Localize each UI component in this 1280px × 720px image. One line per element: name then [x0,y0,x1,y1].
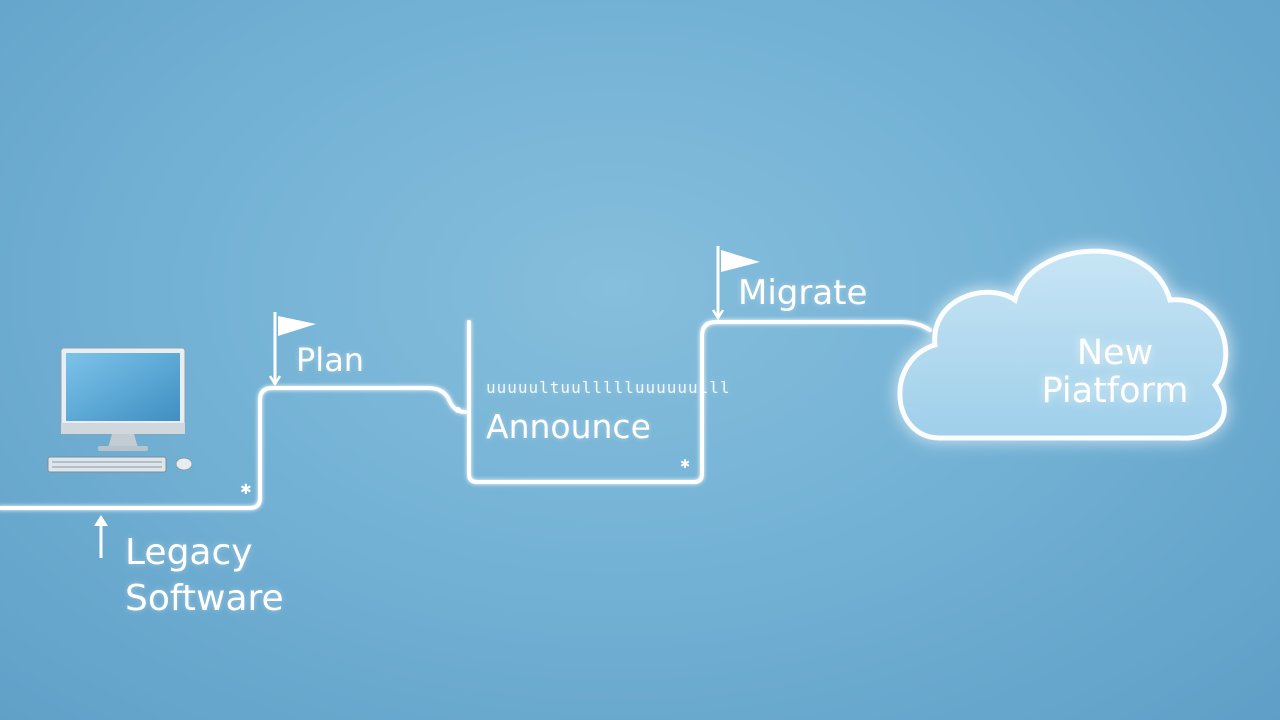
plan-label: Plan [296,341,365,379]
desktop-computer-icon [47,347,193,473]
new-platform-line1: New [1076,333,1154,373]
flag-icon [711,246,760,321]
cloud-icon [897,248,1229,441]
up-arrow-icon [94,515,108,558]
migration-path [0,386,467,510]
migrate-label: Migrate [738,273,868,313]
announce-scribble-text: uuuuultuullllluuuuuulll [486,378,731,397]
new-platform-label: New Piatform [1010,334,1220,410]
path-dot [455,407,461,413]
flag-icon [268,312,316,387]
legacy-label-line1: Legacy [125,532,253,573]
legacy-label-line2: Software [125,578,284,619]
spark-marker: ✱ [240,482,252,498]
new-platform-line2: Piatform [1041,371,1189,411]
legacy-software-label: Legacy Software [125,530,284,622]
announce-box-path [467,320,932,484]
spark-marker: ✱ [680,457,690,471]
announce-label: Announce [486,407,651,446]
